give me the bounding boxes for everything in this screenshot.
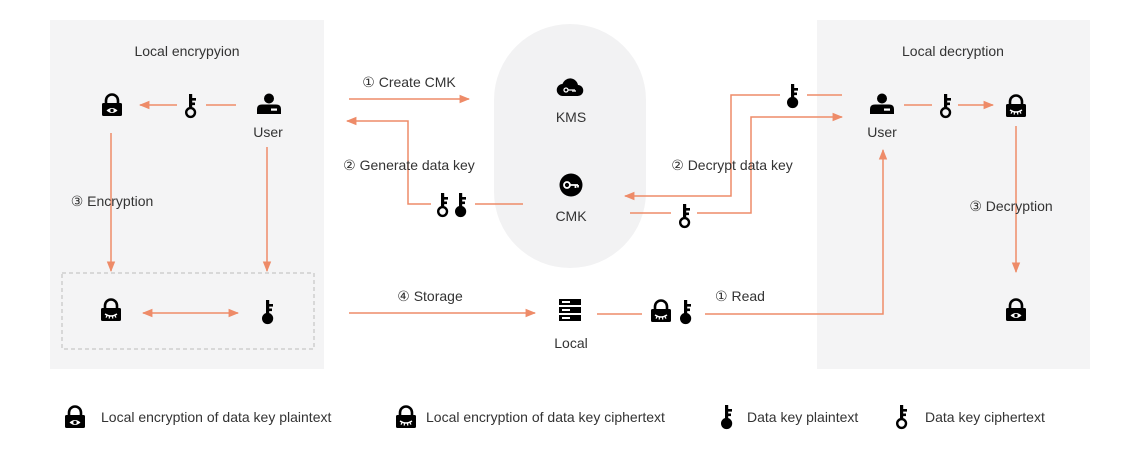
local-decryption-title: Local decryption — [902, 43, 1004, 59]
edge-label-storage: ④ Storage — [397, 288, 463, 304]
key-ciphertext-icon — [679, 203, 692, 229]
server-icon — [559, 299, 581, 321]
legend-label: Data key plaintext — [747, 409, 858, 425]
legend-key-ciphertext-icon — [896, 404, 909, 430]
arrow-decrypt-response — [697, 112, 844, 214]
legend-key-plaintext-icon — [721, 405, 733, 430]
key-plaintext-icon — [680, 300, 692, 325]
user-label-left: User — [253, 124, 283, 140]
cmk-key-icon — [559, 173, 583, 197]
cmk-label: CMK — [555, 208, 587, 224]
edge-label-generate-data-key: ② Generate data key — [343, 157, 475, 173]
user-label-right: User — [867, 124, 897, 140]
local-decryption-panel — [817, 20, 1090, 369]
edge-label-decrypt-data-key: ② Decrypt data key — [671, 157, 793, 173]
legend: Local encryption of data key plaintext L… — [64, 404, 1045, 430]
legend-lock-ciphertext-icon — [395, 405, 417, 429]
kms-label: KMS — [556, 109, 586, 125]
legend-label: Local encryption of data key plaintext — [101, 409, 331, 425]
arrow-decrypt-request — [623, 94, 780, 201]
key-ciphertext-icon — [437, 192, 450, 218]
local-label: Local — [554, 335, 587, 351]
key-plaintext-icon — [787, 84, 799, 109]
legend-label: Local encryption of data key ciphertext — [426, 409, 665, 425]
edge-label-read: ① Read — [715, 288, 765, 304]
local-encryption-title: Local encrypyion — [134, 43, 239, 59]
arrow-read — [705, 148, 888, 315]
arrow-generate-data-key-return — [345, 116, 431, 205]
lock-ciphertext-icon — [650, 299, 672, 323]
edge-label-encryption: ③ Encryption — [71, 193, 154, 209]
legend-lock-plaintext-icon — [64, 405, 86, 429]
key-plaintext-icon — [455, 193, 467, 218]
edge-label-create-cmk: ① Create CMK — [362, 74, 456, 90]
kms-service-pill — [494, 24, 646, 268]
edge-label-decryption: ③ Decryption — [969, 198, 1052, 214]
legend-label: Data key ciphertext — [925, 409, 1045, 425]
encrypted-data-dashed-box — [61, 272, 315, 350]
